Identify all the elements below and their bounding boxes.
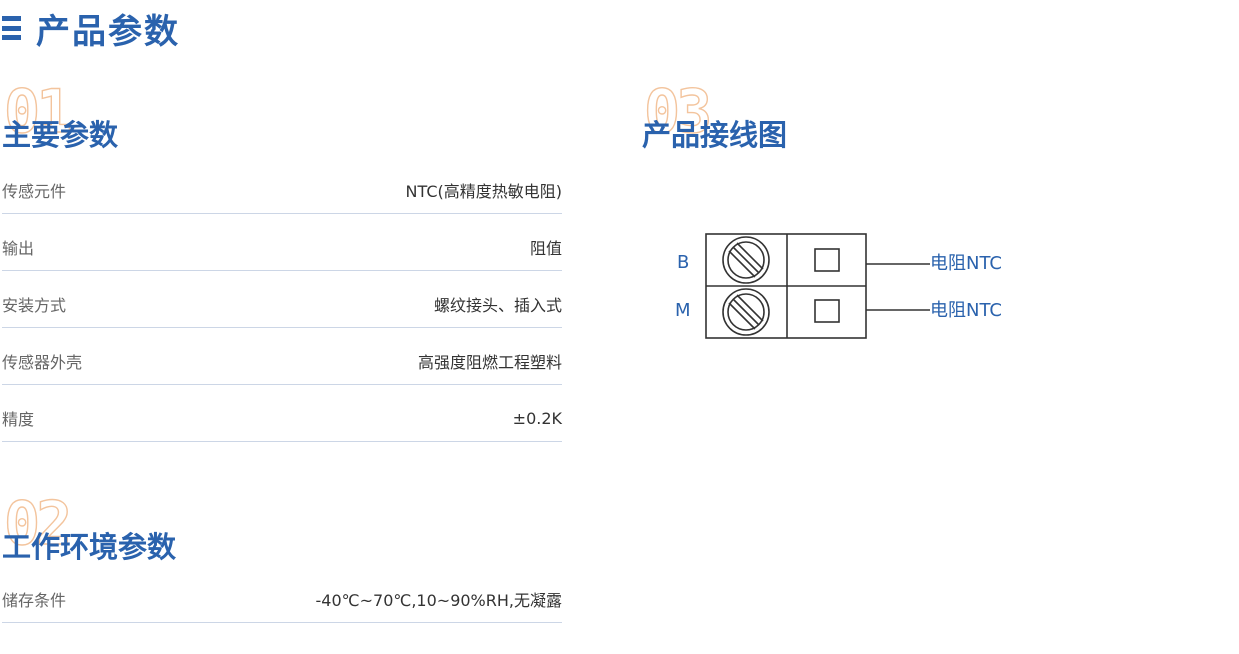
row-value: -40℃~70℃,10~90%RH,无凝露: [315, 591, 563, 610]
section-number: 01: [3, 77, 73, 147]
table-row: 传感元件 NTC(高精度热敏电阻): [2, 157, 562, 214]
connection-label: 电阻NTC: [930, 300, 1002, 321]
page-title-text: 产品参数: [36, 11, 180, 52]
section-number: 03: [643, 77, 713, 147]
section-title: 产品接线图: [642, 118, 788, 152]
section-title: 工作环境参数: [2, 530, 177, 564]
row-label: 储存条件: [2, 591, 67, 610]
row-value: 螺纹接头、插入式: [433, 296, 562, 315]
row-label: 输出: [2, 239, 35, 258]
section-wiring-header: 03 产品接线图: [640, 77, 940, 154]
pin-label: M: [675, 300, 691, 321]
row-label: 安装方式: [2, 296, 67, 315]
row-label: 传感器外壳: [2, 353, 83, 372]
row-label: 传感元件: [2, 182, 67, 201]
env-params-table: 储存条件 -40℃~70℃,10~90%RH,无凝露: [2, 566, 562, 623]
screw-icon: [722, 288, 770, 336]
wiring-diagram-svg: B M 电阻NTC 电阻NTC: [675, 233, 1002, 339]
table-row: 储存条件 -40℃~70℃,10~90%RH,无凝露: [2, 566, 562, 623]
page-title: 产品参数: [0, 2, 180, 54]
table-row: 精度 ±0.2K: [2, 385, 562, 442]
row-label: 精度: [2, 410, 35, 429]
row-value: 高强度阻燃工程塑料: [417, 353, 562, 372]
row-value: 阻值: [529, 239, 562, 258]
section-title: 主要参数: [2, 118, 119, 152]
menu-lines-icon: [2, 16, 21, 40]
table-row: 传感器外壳 高强度阻燃工程塑料: [2, 328, 562, 385]
row-value: NTC(高精度热敏电阻): [405, 182, 562, 201]
pin-label: B: [677, 252, 689, 273]
section-main-params-header: 01 主要参数: [0, 77, 300, 154]
row-value: ±0.2K: [512, 408, 562, 428]
table-row: 安装方式 螺纹接头、插入式: [2, 271, 562, 328]
wire-contact: [814, 299, 840, 323]
section-number: 02: [3, 489, 73, 559]
wire-contact: [814, 248, 840, 272]
table-row: 输出 阻值: [2, 214, 562, 271]
main-params-table: 传感元件 NTC(高精度热敏电阻) 输出 阻值 安装方式 螺纹接头、插入式 传感…: [2, 157, 562, 442]
screw-icon: [722, 236, 770, 284]
wiring-diagram: B M 电阻NTC 电阻NTC: [665, 224, 1045, 354]
connection-label: 电阻NTC: [930, 253, 1002, 274]
section-env-params-header: 02 工作环境参数: [0, 489, 300, 566]
